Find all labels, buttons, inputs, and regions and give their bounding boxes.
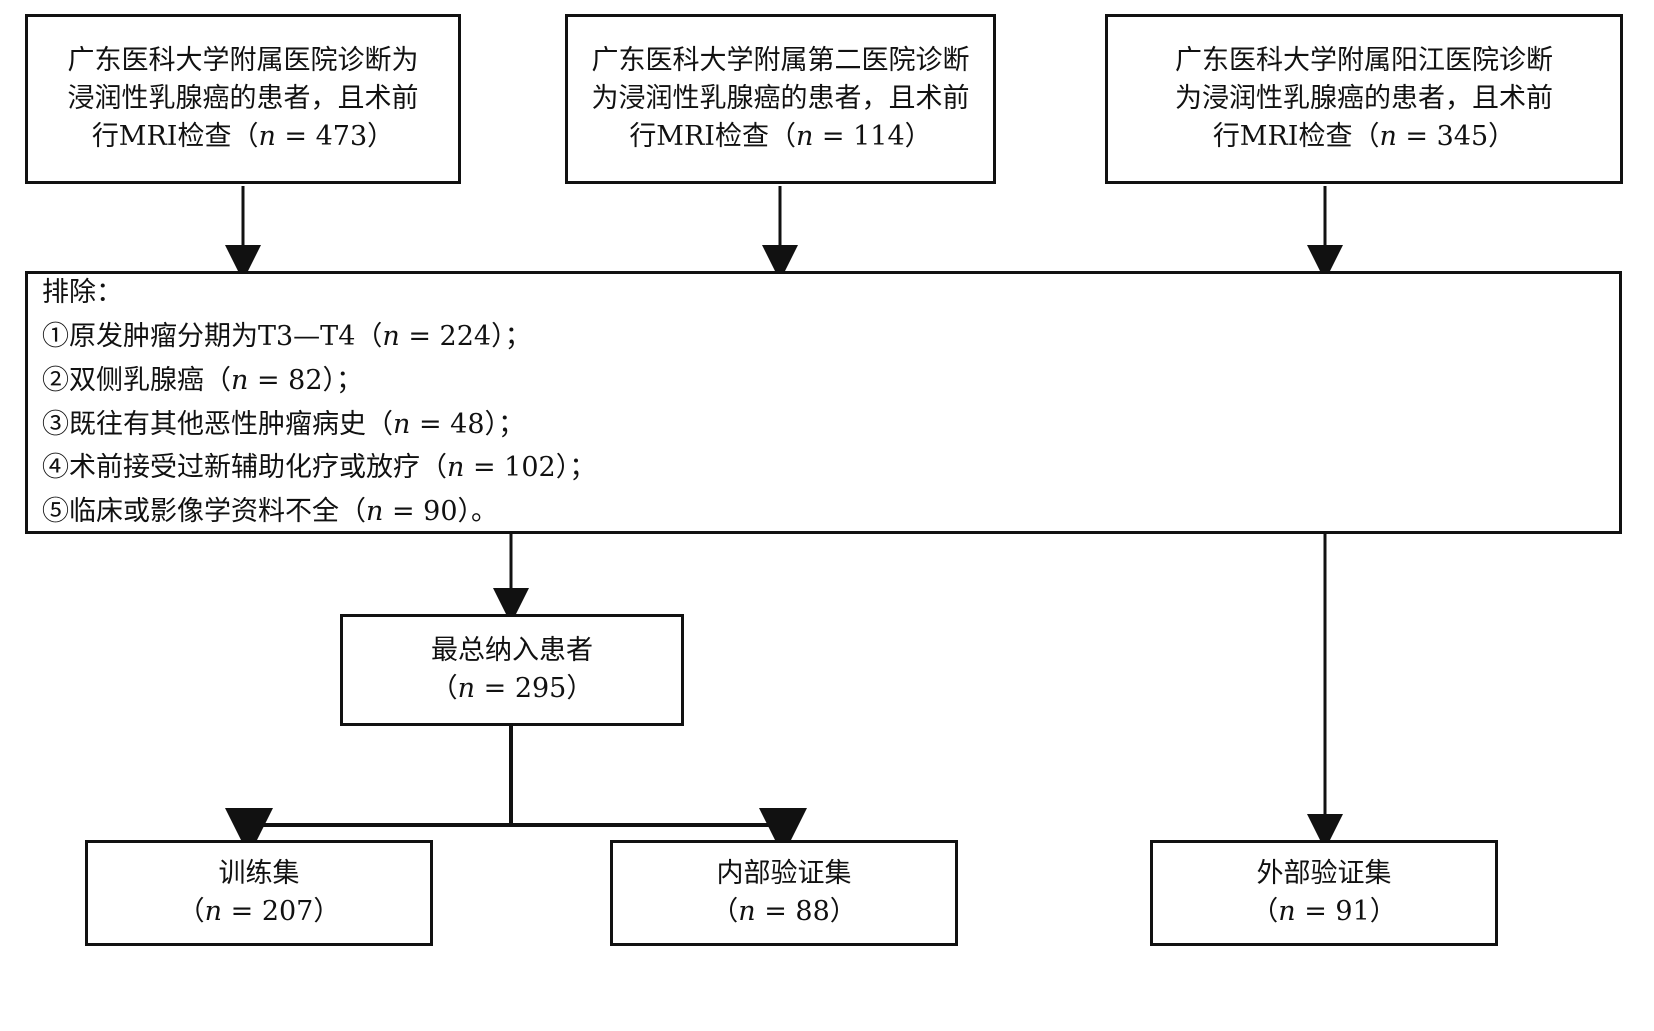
internal-validation-label: 内部验证集 (716, 857, 852, 889)
source-2-line-2: 为浸润性乳腺癌的患者，且术前 (591, 82, 970, 114)
training-set-label: 训练集 (218, 857, 300, 889)
source-1-line-2: 浸润性乳腺癌的患者，且术前 (67, 82, 419, 114)
exclusion-item-3: ③既往有其他恶性肿瘤病史（n = 48）； (42, 408, 526, 440)
included-count: （n = 295） (430, 673, 594, 704)
exclusion-item-5: ⑤临床或影像学资料不全（n = 90）。 (42, 495, 499, 527)
external-validation-label: 外部验证集 (1256, 857, 1392, 889)
training-set-box: 训练集 （n = 207） (85, 840, 433, 946)
source-3-line-3: 行MRI检查（n = 345） (1212, 121, 1516, 153)
source-1-line-3: 行MRI检查（n = 473） (91, 121, 395, 153)
included-label: 最总纳入患者 (431, 634, 593, 666)
exclusion-item-1: ①原发肿瘤分期为T3—T4（n = 224）； (42, 321, 532, 353)
exclusion-heading: 排除： (42, 277, 123, 309)
source-2-line-1: 广东医科大学附属第二医院诊断 (591, 44, 970, 76)
external-validation-count: （n = 91） (1251, 896, 1397, 927)
exclusion-item-4: ④术前接受过新辅助化疗或放疗（n = 102）； (42, 452, 597, 484)
training-set-count: （n = 207） (177, 896, 341, 927)
source-hospital-box-3: 广东医科大学附属阳江医院诊断 为浸润性乳腺癌的患者，且术前 行MRI检查（n =… (1105, 14, 1623, 184)
source-1-line-1: 广东医科大学附属医院诊断为 (67, 44, 419, 76)
source-3-line-1: 广东医科大学附属阳江医院诊断 (1175, 44, 1553, 76)
exclusion-criteria-box: 排除： ①原发肿瘤分期为T3—T4（n = 224）； ②双侧乳腺癌（n = 8… (25, 271, 1622, 534)
source-hospital-box-2: 广东医科大学附属第二医院诊断 为浸润性乳腺癌的患者，且术前 行MRI检查（n =… (565, 14, 996, 184)
internal-validation-count: （n = 88） (711, 896, 857, 927)
source-2-line-3: 行MRI检查（n = 114） (629, 121, 932, 153)
internal-validation-set-box: 内部验证集 （n = 88） (610, 840, 958, 946)
source-hospital-box-1: 广东医科大学附属医院诊断为 浸润性乳腺癌的患者，且术前 行MRI检查（n = 4… (25, 14, 461, 184)
external-validation-set-box: 外部验证集 （n = 91） (1150, 840, 1498, 946)
included-patients-box: 最总纳入患者 （n = 295） (340, 614, 684, 726)
source-3-line-2: 为浸润性乳腺癌的患者，且术前 (1175, 82, 1553, 114)
exclusion-item-2: ②双侧乳腺癌（n = 82）； (42, 364, 364, 396)
